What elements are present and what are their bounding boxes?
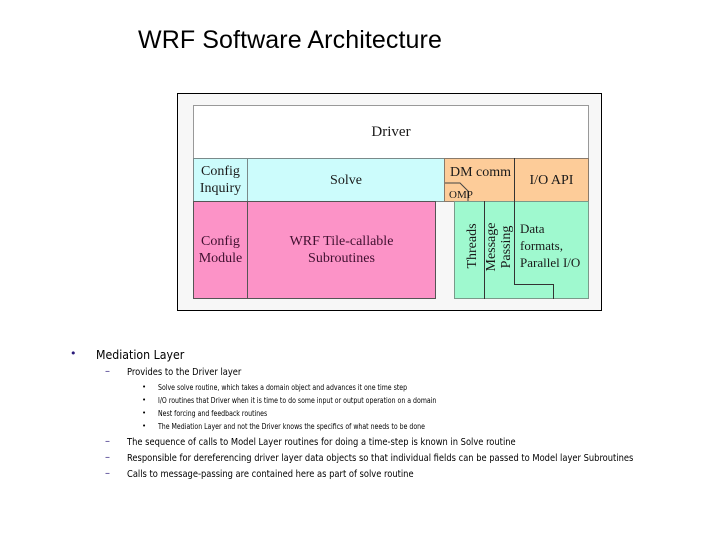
bullet-mediation-layer: Mediation Layer (96, 347, 185, 362)
io-api-label: I/O API (529, 172, 574, 188)
driver-label: Driver (371, 123, 411, 140)
bullet-marker: • (142, 396, 147, 404)
solve-label: Solve (330, 172, 362, 188)
config-inquiry-cell: Config Inquiry (193, 158, 248, 202)
wrf-tile-label: WRF Tile-callable Subroutines (289, 234, 394, 266)
sub-bullet-dereferencing: Responsible for dereferencing driver lay… (127, 453, 634, 464)
dash-marker: – (105, 452, 110, 463)
sub-sub-bullet: I/O routines that Driver when it is time… (158, 396, 437, 405)
slide-title: WRF Software Architecture (138, 26, 442, 54)
config-inquiry-label: Config Inquiry (199, 164, 242, 196)
omp-divider (445, 182, 469, 203)
data-formats-cell: Data formats, Parallel I/O (520, 221, 590, 270)
threads-divider (484, 201, 485, 299)
sub-sub-bullet: Nest forcing and feedback routines (158, 409, 268, 418)
step-line-v (553, 284, 554, 299)
wrf-tile-cell: WRF Tile-callable Subroutines (247, 201, 436, 299)
solve-cell: Solve (247, 158, 445, 202)
io-api-cell: I/O API (514, 158, 589, 202)
data-formats-label: Data formats, Parallel I/O (520, 220, 581, 270)
omp-label: OMP (449, 189, 473, 201)
bullet-marker: • (142, 422, 147, 430)
config-module-label: Config Module (198, 234, 243, 266)
dm-comm-cell: DM comm OMP (444, 158, 515, 203)
sub-bullet-message-passing: Calls to message-passing are contained h… (127, 469, 414, 480)
sub-sub-bullet: Solve solve routine, which takes a domai… (158, 383, 408, 392)
bullet-marker: • (70, 347, 77, 360)
sub-sub-bullet: The Mediation Layer and not the Driver k… (158, 422, 425, 431)
bullet-marker: • (142, 383, 147, 391)
sub-bullet-sequence: The sequence of calls to Model Layer rou… (127, 437, 516, 448)
message-passing-label: Message Passing (484, 222, 514, 272)
io-green-block (454, 201, 589, 299)
dm-comm-label: DM comm (450, 165, 512, 180)
message-passing-divider (514, 158, 515, 285)
driver-layer: Driver (193, 105, 589, 159)
dash-marker: – (105, 436, 110, 447)
threads-label: Threads (465, 223, 480, 269)
config-module-cell: Config Module (193, 201, 248, 299)
step-line-h (514, 284, 553, 285)
sub-bullet-provides: Provides to the Driver layer (127, 367, 242, 378)
bullet-marker: • (142, 409, 147, 417)
dash-marker: – (105, 366, 110, 377)
dash-marker: – (105, 468, 110, 479)
